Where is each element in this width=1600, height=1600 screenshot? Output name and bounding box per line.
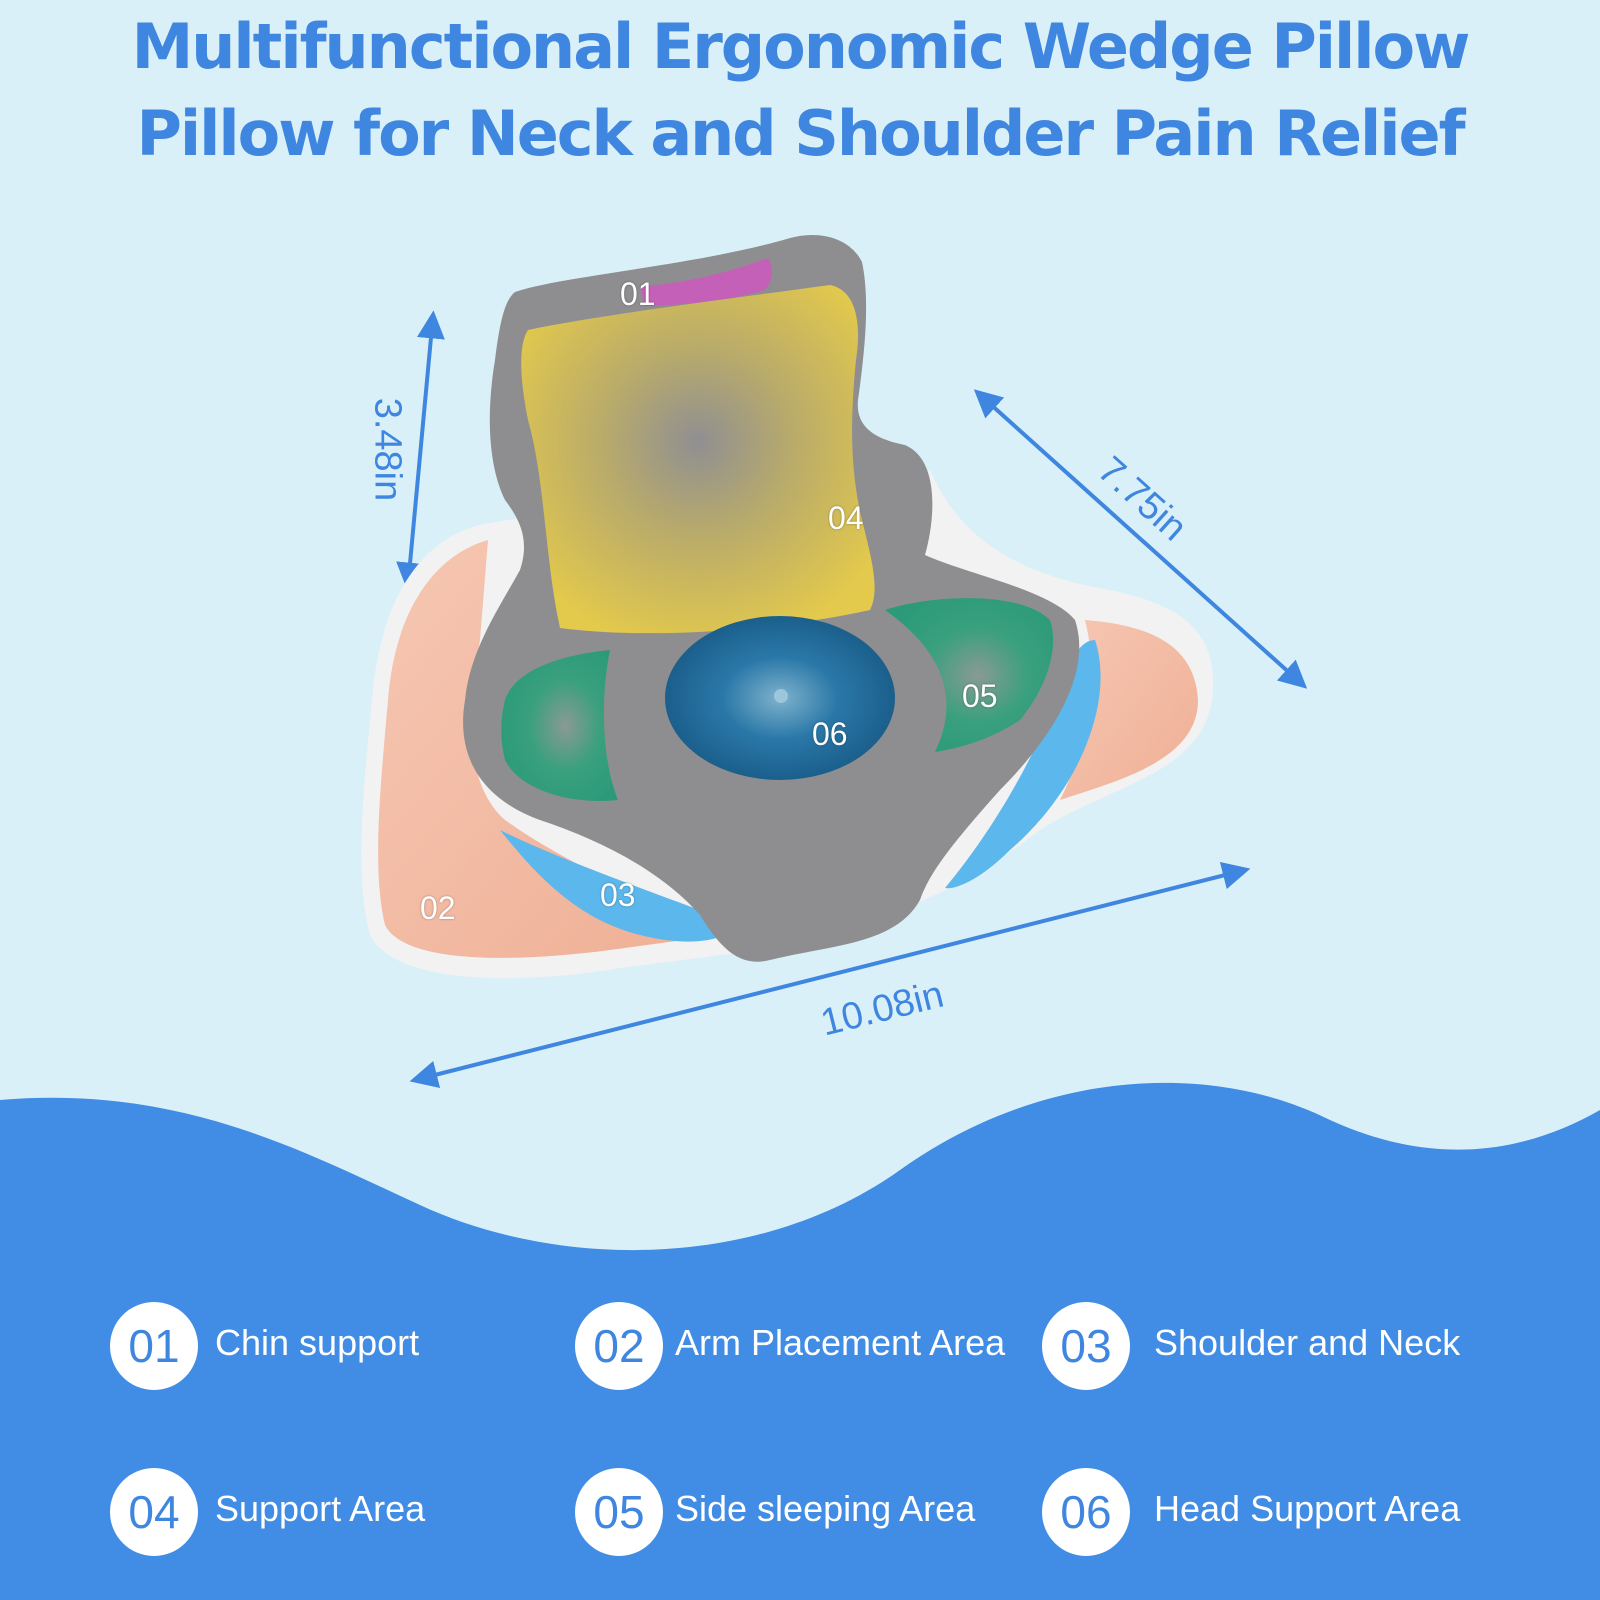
zone-label-02: 02 (420, 890, 456, 926)
head-support-center (774, 689, 788, 703)
zone-label-03: 03 (600, 877, 636, 913)
height-dimension-label: 3.48in (366, 397, 409, 502)
legend-number-badge: 05 (575, 1468, 663, 1556)
zone-label-05: 05 (962, 678, 998, 714)
legend-number-badge: 04 (110, 1468, 198, 1556)
legend-label: Shoulder and Neck (1154, 1322, 1461, 1363)
legend-label: Support Area (215, 1488, 426, 1529)
width-arrow (409, 861, 1251, 1089)
wave-band (0, 1082, 1600, 1600)
side-sleeping-area-left (501, 650, 618, 801)
legend-label: Head Support Area (1154, 1488, 1461, 1529)
legend-label: Side sleeping Area (675, 1488, 976, 1529)
legend-number-badge: 01 (110, 1302, 198, 1390)
zone-label-04: 04 (828, 500, 864, 536)
legend-number-badge: 02 (575, 1302, 663, 1390)
zone-label-06: 06 (812, 716, 848, 752)
title-line-2: Pillow for Neck and Shoulder Pain Relief (136, 97, 1465, 170)
depth-arrow (973, 389, 1308, 689)
title-line-1: Multifunctional Ergonomic Wedge Pillow (131, 10, 1471, 83)
chin-support-area (640, 258, 772, 306)
legend-number-badge: 03 (1042, 1302, 1130, 1390)
side-sleeping-area-right (885, 598, 1054, 752)
height-arrow (396, 310, 445, 591)
legend-label: Arm Placement Area (675, 1322, 1006, 1363)
zone-label-01: 01 (620, 276, 656, 312)
support-area (521, 285, 875, 634)
arm-placement-area (378, 540, 720, 958)
legend-number-badge: 06 (1042, 1468, 1130, 1556)
legend-label: Chin support (215, 1322, 420, 1363)
shoulder-neck-area (500, 830, 740, 942)
